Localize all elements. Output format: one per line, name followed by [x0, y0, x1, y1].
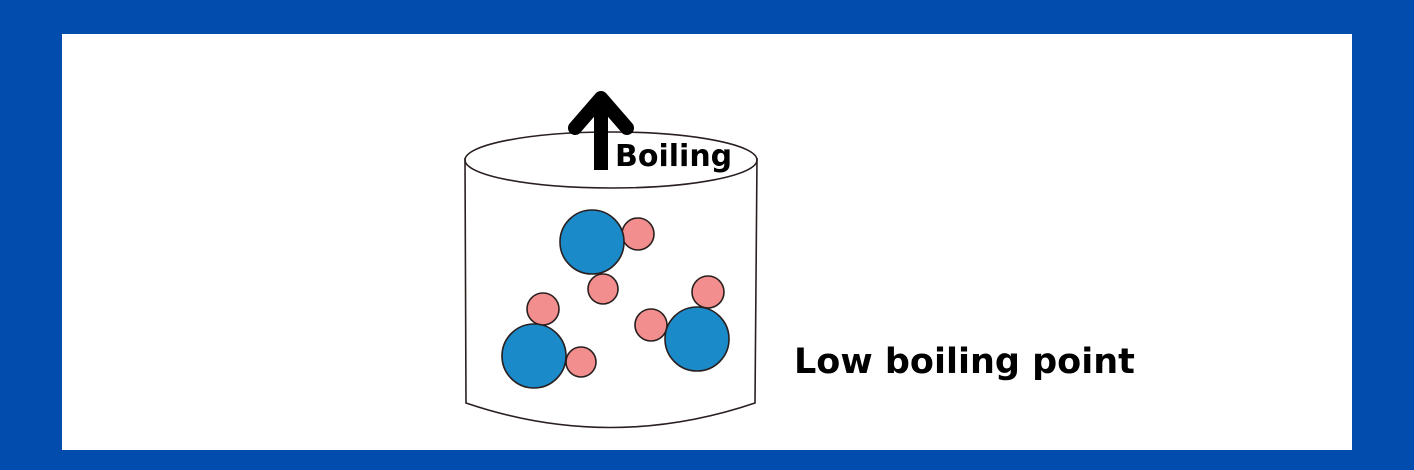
small-atom	[587, 273, 619, 305]
boiling-label: Boiling	[615, 139, 733, 174]
molecule	[501, 292, 597, 389]
low-boiling-point-caption: Low boiling point	[794, 342, 1135, 382]
small-atom	[621, 217, 655, 251]
container-top-rim	[464, 131, 758, 189]
diagram-panel	[62, 34, 1352, 450]
up-arrow-icon	[568, 91, 634, 170]
large-atom	[559, 209, 625, 275]
molecule	[559, 209, 655, 305]
small-atom	[634, 308, 668, 342]
small-atom	[526, 292, 560, 326]
container-body	[464, 157, 758, 429]
large-atom	[664, 306, 730, 372]
molecules	[501, 209, 730, 389]
container	[464, 131, 758, 429]
small-atom	[565, 346, 597, 378]
large-atom	[501, 323, 567, 389]
small-atom	[691, 275, 725, 309]
molecule	[634, 275, 730, 372]
